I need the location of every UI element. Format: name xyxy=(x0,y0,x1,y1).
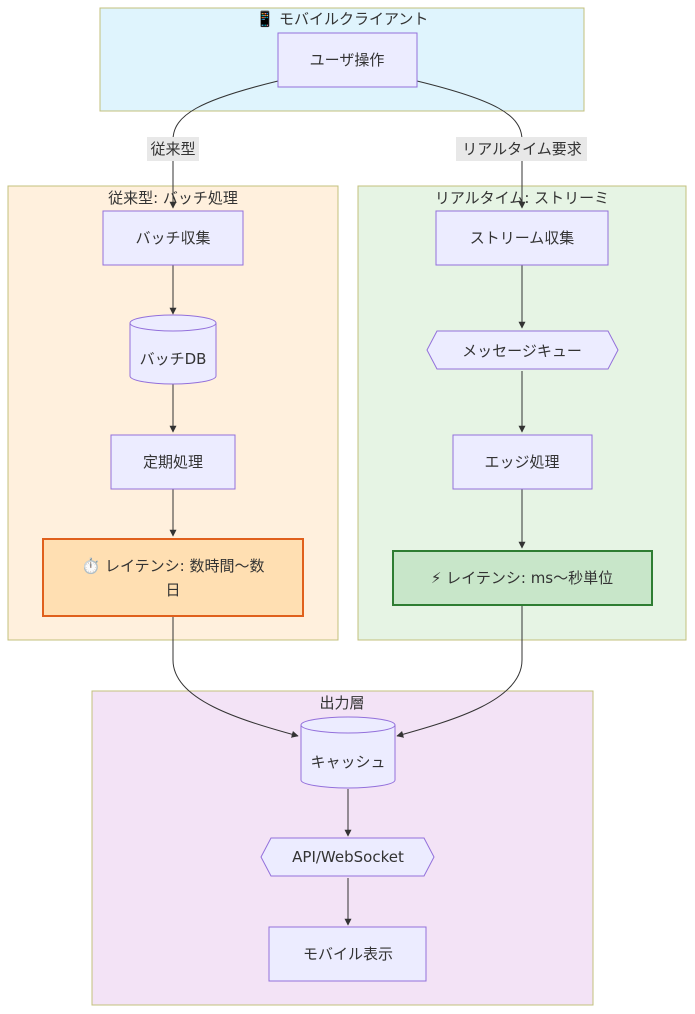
svg-text:従来型: 従来型 xyxy=(150,140,195,158)
group-client: 📱 モバイルクライアント xyxy=(99,7,585,112)
svg-text:バッチ収集: バッチ収集 xyxy=(135,229,210,247)
node-message-queue[interactable]: メッセージキュー xyxy=(426,330,619,370)
node-cache[interactable]: キャッシュ xyxy=(300,716,396,789)
svg-text:API/WebSocket: API/WebSocket xyxy=(292,848,404,866)
node-stream-collect[interactable]: ストリーム収集 xyxy=(435,210,609,266)
svg-text:⏱️ レイテンシ: 数時間～数: ⏱️ レイテンシ: 数時間～数 xyxy=(82,557,265,575)
edge-label-realtime: リアルタイム要求 xyxy=(456,137,587,161)
node-user-operation[interactable]: ユーザ操作 xyxy=(277,32,418,88)
node-periodic-process[interactable]: 定期処理 xyxy=(110,434,236,490)
svg-text:メッセージキュー: メッセージキュー xyxy=(462,342,582,360)
node-batch-collect[interactable]: バッチ収集 xyxy=(102,210,244,266)
node-api-websocket[interactable]: API/WebSocket xyxy=(260,837,435,877)
node-stream-latency[interactable]: ⚡ レイテンシ: ms～秒単位 xyxy=(392,550,653,606)
svg-text:ユーザ操作: ユーザ操作 xyxy=(310,51,385,69)
svg-text:エッジ処理: エッジ処理 xyxy=(484,453,559,471)
node-mobile-display[interactable]: モバイル表示 xyxy=(268,926,427,982)
svg-text:⚡ レイテンシ: ms～秒単位: ⚡ レイテンシ: ms～秒単位 xyxy=(431,569,613,587)
svg-text:モバイル表示: モバイル表示 xyxy=(303,945,393,963)
svg-text:ストリーム収集: ストリーム収集 xyxy=(470,229,575,247)
edge-label-legacy: 従来型 xyxy=(147,137,199,161)
node-batch-db[interactable]: バッチDB xyxy=(129,314,217,385)
svg-text:日: 日 xyxy=(165,581,180,599)
svg-text:バッチDB: バッチDB xyxy=(140,350,207,368)
svg-text:定期処理: 定期処理 xyxy=(143,453,203,471)
edges xyxy=(169,80,526,926)
node-batch-latency[interactable]: ⏱️ レイテンシ: 数時間～数 日 xyxy=(42,538,304,617)
edge-user-to-batch xyxy=(169,80,279,209)
group-client-title: 📱 モバイルクライアント xyxy=(256,10,429,28)
edge-stream-latency-to-cache xyxy=(396,605,523,738)
group-output-title: 出力層 xyxy=(319,694,364,712)
svg-text:リアルタイム要求: リアルタイム要求 xyxy=(462,140,582,158)
svg-text:キャッシュ: キャッシュ xyxy=(310,753,385,771)
edge-user-to-stream xyxy=(416,80,526,209)
node-edge-process[interactable]: エッジ処理 xyxy=(452,434,593,490)
edge-batch-latency-to-cache xyxy=(172,617,299,738)
